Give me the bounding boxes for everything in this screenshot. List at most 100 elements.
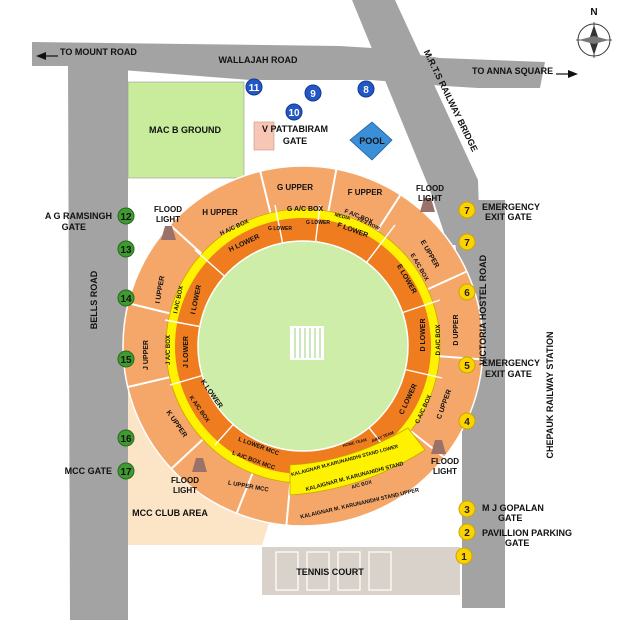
flood-light-nw-label-2: LIGHT — [156, 215, 180, 224]
gate-14-number: 14 — [120, 294, 132, 305]
stand-media: MEDIA — [334, 212, 351, 222]
gate-12[interactable]: 12 — [117, 207, 135, 225]
gate-13[interactable]: 13 — [117, 240, 135, 258]
gate-10-number: 10 — [288, 108, 300, 119]
gate-16[interactable]: 16 — [117, 429, 135, 447]
mrts-railway-bridge — [352, 0, 480, 245]
flood-light-icon — [192, 458, 207, 472]
stand-kalaignar-box-2: A/C BOX — [351, 479, 373, 490]
gate-12-number: 12 — [120, 212, 132, 223]
ag-ramsingh-label-1: A G RAMSINGH — [45, 211, 112, 221]
gate-5-number: 5 — [464, 361, 470, 372]
mcc-club-area-label: MCC CLUB AREA — [132, 508, 208, 518]
chepauk-station-label: CHEPAUK RAILWAY STATION — [545, 331, 555, 458]
gate-8[interactable]: 8 — [357, 80, 375, 98]
stand-g-box: G A/C BOX — [287, 206, 324, 213]
gate-5[interactable]: 5 — [458, 356, 476, 374]
emergency-top-label-1: EMERGENCY — [482, 202, 540, 212]
gate-6[interactable]: 6 — [458, 283, 476, 301]
mac-b-ground — [127, 81, 245, 179]
stand-f-upper: F UPPER — [348, 188, 383, 197]
gate-13-number: 13 — [120, 245, 132, 256]
flood-light-se-label-1: FLOOD — [431, 457, 459, 466]
wallajah-road-label: WALLAJAH ROAD — [219, 55, 298, 65]
emergency-mid-label-2: EXIT GATE — [485, 369, 532, 379]
gate-16-number: 16 — [120, 434, 132, 445]
victoria-hostel-road-label: VICTORIA HOSTEL ROAD — [478, 254, 488, 365]
flood-light-icon — [431, 440, 446, 454]
gate-labels: EMERGENCY EXIT GATE EMERGENCY EXIT GATE … — [45, 202, 572, 548]
mac-b-ground-label: MAC B GROUND — [149, 125, 221, 135]
gate-15[interactable]: 15 — [117, 350, 135, 368]
flood-light-sw: FLOOD LIGHT — [171, 458, 207, 495]
gate-1[interactable]: 1 — [455, 547, 473, 565]
flood-light-ne-label-1: FLOOD — [416, 184, 444, 193]
stand-i-upper: I UPPER — [155, 275, 167, 304]
flood-light-icon — [161, 226, 176, 240]
stand-j-upper: J UPPER — [143, 340, 150, 370]
gate-2-number: 2 — [464, 528, 470, 539]
gate-7a[interactable]: 7 — [458, 201, 476, 219]
v-pattabiram-gate[interactable] — [253, 121, 275, 151]
gate-3[interactable]: 3 — [458, 500, 476, 518]
wallajah-road — [32, 42, 372, 80]
bells-road — [68, 62, 128, 620]
stand-home-team: HOME TEAM — [342, 437, 368, 448]
stand-d-lower: D LOWER — [420, 318, 427, 351]
gate-11[interactable]: 11 — [245, 78, 263, 96]
gates: 7 7 6 5 4 3 2 1 11 10 9 8 12 13 14 15 16… — [117, 78, 476, 565]
pavillion-parking-label-2: GATE — [505, 538, 529, 548]
stand-d-upper: D UPPER — [453, 314, 460, 345]
gate-7b[interactable]: 7 — [458, 233, 476, 251]
gate-15-number: 15 — [120, 355, 132, 366]
emergency-top-label-2: EXIT GATE — [485, 212, 532, 222]
v-pattabiram-label-2: GATE — [283, 136, 307, 146]
mj-gopalan-label-2: GATE — [498, 513, 522, 523]
gate-3-number: 3 — [464, 505, 470, 516]
mj-gopalan-label-1: M J GOPALAN — [482, 503, 544, 513]
flood-light-ne: FLOOD LIGHT — [416, 184, 444, 212]
tennis-court — [262, 547, 460, 595]
kalaignar-box-band — [289, 427, 426, 496]
gate-14[interactable]: 14 — [117, 289, 135, 307]
stand-g-upper: G UPPER — [277, 183, 313, 192]
gate-9-number: 9 — [310, 89, 316, 100]
compass: N — [576, 7, 612, 58]
flood-lights: FLOOD LIGHT FLOOD LIGHT FLOOD LIGHT FLOO… — [154, 184, 459, 495]
tennis-court-label: TENNIS COURT — [296, 567, 364, 577]
gate-8-number: 8 — [363, 85, 369, 96]
v-pattabiram-label-1: V PATTABIRAM — [262, 124, 328, 134]
gate-6-number: 6 — [464, 288, 470, 299]
flood-light-se: FLOOD LIGHT — [431, 440, 459, 476]
pitch-strips — [294, 328, 321, 358]
gate-1-number: 1 — [461, 552, 467, 563]
compass-north: N — [590, 7, 597, 18]
gate-9[interactable]: 9 — [304, 84, 322, 102]
flood-light-ne-label-2: LIGHT — [418, 194, 442, 203]
pitch-area — [290, 326, 324, 360]
mcc-gate-label: MCC GATE — [65, 466, 112, 476]
tennis-court-lines — [275, 551, 392, 591]
gate-17[interactable]: 17 — [117, 462, 135, 480]
pool-label: POOL — [359, 136, 385, 146]
gate-7b-number: 7 — [464, 238, 470, 249]
pool — [349, 121, 393, 161]
to-anna-square-label: TO ANNA SQUARE — [472, 66, 553, 76]
arrow-right-icon — [568, 70, 578, 78]
ag-ramsingh-label-2: GATE — [62, 222, 86, 232]
flood-light-icon — [420, 198, 435, 212]
gate-4[interactable]: 4 — [458, 412, 476, 430]
stand-g-lower-right: G LOWER — [306, 220, 330, 226]
stand-d-box: D A/C BOX — [436, 325, 442, 356]
gate-10[interactable]: 10 — [285, 103, 303, 121]
stand-j-lower: J LOWER — [183, 336, 190, 368]
emergency-mid-label-1: EMERGENCY — [482, 358, 540, 368]
arrow-left-icon — [36, 52, 46, 60]
stadium — [122, 165, 484, 527]
gate-17-number: 17 — [120, 467, 132, 478]
flood-light-nw: FLOOD LIGHT — [154, 205, 182, 240]
stand-g-lower-left: G LOWER — [268, 226, 292, 232]
flood-light-se-label-2: LIGHT — [433, 467, 457, 476]
gate-2[interactable]: 2 — [458, 523, 476, 541]
